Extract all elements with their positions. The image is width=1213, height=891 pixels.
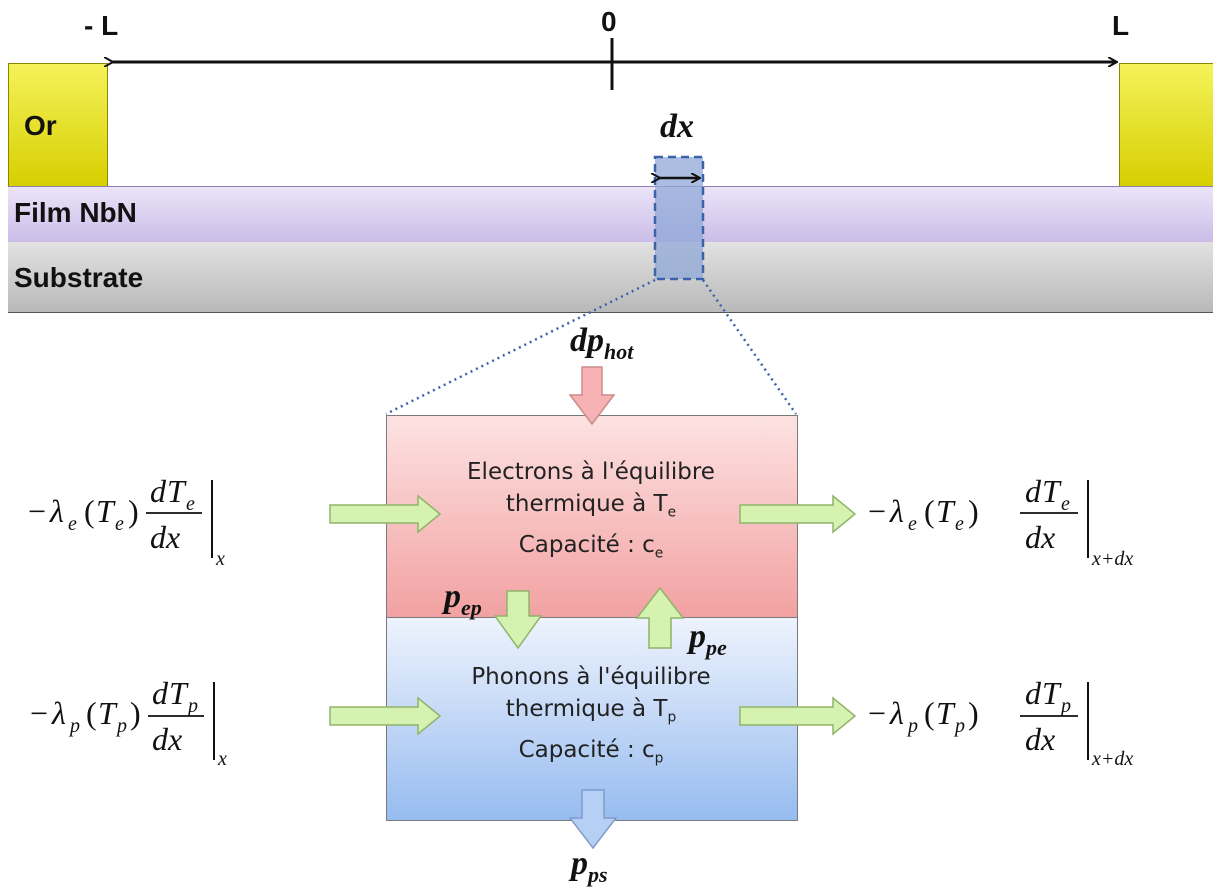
equation-electron-out: − λ e ( T e ) d T e dx x+dx [868,473,1133,570]
svg-text:): ) [968,493,979,529]
electron-line3: Capacité : ce [518,531,664,562]
svg-text:p: p [68,715,80,737]
p-ep-label: pep [444,578,482,620]
svg-text:d: d [152,675,169,711]
svg-text:d: d [1025,675,1042,711]
svg-text:−: − [30,695,48,731]
p-pe-label: ppe [689,618,727,660]
zoom-line-right [701,279,798,415]
svg-text:−: − [868,695,886,731]
film-nbn-label: Film NbN [14,197,137,228]
dx-element-box [653,155,705,281]
dx-label: dx [660,108,694,145]
svg-text:dx: dx [1025,519,1055,555]
gold-pad-left [8,63,108,188]
p-ps-label: pps [571,845,608,887]
phonon-out-arrow [739,696,857,736]
svg-text:): ) [130,695,141,731]
svg-text:x: x [215,548,225,570]
svg-text:T: T [98,695,118,731]
svg-text:λ: λ [889,493,904,529]
svg-text:T: T [1042,473,1062,509]
dp-hot-label: dphot [570,322,634,364]
svg-text:): ) [128,493,139,529]
p-pe-arrow [635,586,685,649]
equation-phonon-in: − λ p ( T p ) d T p dx x [30,675,227,770]
svg-text:T: T [936,695,956,731]
gold-pad-right [1119,63,1213,188]
electron-line2: thermique à Te [505,491,677,521]
svg-text:dx: dx [152,721,182,757]
phonon-in-arrow [329,696,442,736]
zoom-line-left [385,278,656,416]
equation-phonon-out: − λ p ( T p ) d T p dx x+dx [868,675,1133,770]
svg-text:e: e [955,513,964,535]
film-nbn-layer [8,186,1213,243]
axis-label-minus-L: - L [84,10,119,41]
svg-text:T: T [936,493,956,529]
svg-text:): ) [968,695,979,731]
svg-text:p: p [906,715,918,737]
svg-text:e: e [908,513,917,535]
svg-text:T: T [169,675,189,711]
electron-line1: Electrons à l'équilibre [467,459,715,485]
svg-text:dx: dx [150,519,180,555]
svg-text:(: ( [924,695,935,731]
phonon-line3: Capacité : cp [518,736,664,767]
axis-label-L: L [1112,10,1130,41]
svg-text:−: − [868,493,886,529]
svg-text:(: ( [924,493,935,529]
svg-text:x+dx: x+dx [1091,548,1133,570]
svg-text:p: p [1059,695,1071,717]
dp-hot-arrow [568,366,616,426]
svg-text:e: e [68,513,77,535]
svg-text:dx: dx [1025,721,1055,757]
svg-text:x: x [217,748,227,770]
gold-label: Or [24,110,57,141]
svg-text:T: T [167,473,187,509]
svg-text:(: ( [84,493,95,529]
svg-text:T: T [96,493,116,529]
svg-text:−: − [28,493,46,529]
svg-text:e: e [115,513,124,535]
svg-text:λ: λ [51,695,66,731]
phonon-line1: Phonons à l'équilibre [471,664,711,690]
svg-text:(: ( [86,695,97,731]
axis-label-zero: 0 [601,6,617,37]
svg-text:T: T [1042,675,1062,711]
svg-text:p: p [115,715,127,737]
p-ep-arrow [493,590,543,650]
svg-text:d: d [150,473,167,509]
svg-text:e: e [186,493,195,515]
svg-text:d: d [1025,473,1042,509]
electron-box-text: Electrons à l'équilibre thermique à Te C… [386,456,796,569]
phonon-box-text: Phonons à l'équilibre thermique à Tp Cap… [386,661,796,774]
svg-text:e: e [1061,493,1070,515]
svg-text:p: p [186,695,198,717]
svg-text:λ: λ [49,493,64,529]
phonon-line2: thermique à Tp [505,696,677,726]
substrate-label: Substrate [14,262,144,293]
electron-out-arrow [739,494,857,534]
equation-electron-in: − λ e ( T e ) d T e dx x [28,473,225,570]
electron-in-arrow [329,494,442,534]
phonon-box [386,617,798,821]
svg-text:x+dx: x+dx [1091,748,1133,770]
svg-text:p: p [953,715,965,737]
svg-text:λ: λ [889,695,904,731]
p-ps-arrow [568,789,618,850]
